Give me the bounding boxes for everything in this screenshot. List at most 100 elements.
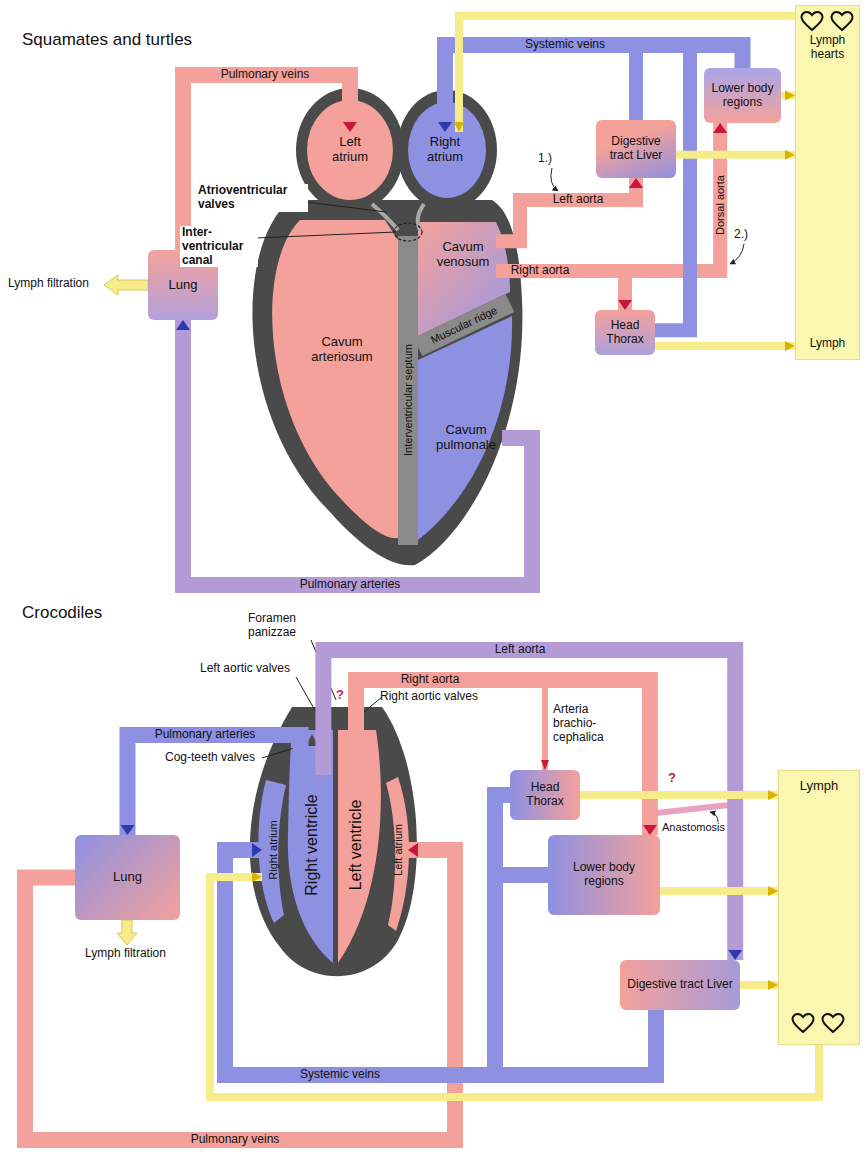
arrowhead bbox=[252, 843, 262, 857]
lymph-panel: Lymph bbox=[778, 770, 860, 1045]
node-label: Head Thorax bbox=[599, 319, 651, 347]
vessel-label: Left aorta bbox=[551, 193, 606, 207]
panel-title: Squamates and turtles bbox=[22, 30, 192, 50]
vessel-band bbox=[323, 650, 735, 960]
heart-chamber: Cavum pulmonale bbox=[430, 420, 502, 456]
tissue-box: Head Thorax bbox=[595, 310, 655, 355]
vessel-band bbox=[496, 178, 636, 241]
arrowhead bbox=[541, 760, 549, 770]
vessel-label: Right aorta bbox=[399, 673, 462, 687]
heart-chamber: Cavum venosum bbox=[430, 232, 496, 278]
vessel-label: Pulmonary veins bbox=[189, 1133, 282, 1147]
tissue-box: Digestive tract Liver bbox=[596, 120, 676, 178]
tissue-box: Head Thorax bbox=[510, 770, 580, 820]
heart-chamber: Cavum arteriosum bbox=[296, 330, 388, 370]
leader-line bbox=[296, 677, 316, 712]
vessel-label: Left aorta bbox=[493, 643, 548, 657]
callout-number: 1.) bbox=[538, 152, 552, 166]
node-label: Lower body regions bbox=[708, 82, 777, 110]
vessel-band bbox=[660, 887, 778, 895]
heart-chamber: Right atrium bbox=[417, 132, 473, 168]
node-label: Right atrium bbox=[421, 135, 469, 165]
arrowhead bbox=[713, 123, 727, 133]
leader-line bbox=[710, 812, 718, 822]
part-name: Right aortic valves bbox=[380, 690, 478, 704]
arrowhead bbox=[643, 825, 657, 835]
question-mark: ? bbox=[668, 771, 676, 786]
vessel-band bbox=[183, 75, 350, 250]
part-name: Inter- ventricular canal bbox=[180, 226, 258, 267]
heart-chamber: Left ventricle bbox=[339, 775, 373, 915]
croc-heart bbox=[386, 777, 409, 931]
node-label: Lymph bbox=[800, 779, 839, 794]
node-label: Left ventricle bbox=[347, 800, 365, 891]
part-name: Anastomosis bbox=[662, 821, 725, 834]
arrowhead bbox=[176, 320, 190, 330]
node-label: Digestive tract Liver bbox=[627, 978, 732, 992]
arrowhead bbox=[121, 825, 135, 835]
leader-line bbox=[364, 697, 382, 712]
vessel-band bbox=[225, 850, 656, 1075]
vessel-band bbox=[128, 735, 301, 835]
arrowhead bbox=[768, 980, 778, 990]
arrowhead bbox=[252, 872, 262, 882]
arrowhead bbox=[438, 122, 452, 132]
node-label: Lymph hearts bbox=[798, 34, 857, 62]
heart-chamber: Left atrium bbox=[322, 132, 378, 168]
croc-heart bbox=[250, 707, 417, 976]
lymph-panel: Lymph heartsLymph bbox=[795, 5, 860, 360]
leader-line bbox=[256, 232, 396, 238]
vessel-band bbox=[445, 45, 743, 132]
vessel-label: Systemic veins bbox=[523, 38, 607, 52]
lymph-filtration-arrow bbox=[104, 275, 148, 295]
lymph-heart-icons bbox=[800, 10, 856, 32]
vessel-band bbox=[580, 791, 778, 799]
tissue-box: Lower body regions bbox=[548, 835, 660, 915]
part-name: Interventricular septum bbox=[402, 344, 415, 456]
part-name: Arteria brachio- cephalica bbox=[553, 703, 633, 744]
arrowhead bbox=[343, 122, 357, 132]
tissue-box: Lower body regions bbox=[704, 68, 781, 123]
vessel-band bbox=[676, 151, 795, 159]
lymph-heart bbox=[831, 12, 852, 30]
reptile-heart bbox=[252, 200, 522, 565]
leader-line bbox=[551, 168, 558, 191]
reptile-heart bbox=[252, 88, 522, 565]
croc-heart bbox=[258, 780, 286, 923]
leader-line bbox=[262, 748, 294, 758]
node-label: Left atrium bbox=[392, 824, 405, 876]
leader-line bbox=[306, 202, 386, 212]
heart-chamber: Right ventricle bbox=[293, 775, 331, 915]
croc-heart bbox=[250, 707, 417, 976]
annotation: Lymph filtration bbox=[85, 947, 166, 961]
anastomosis-vessel bbox=[656, 805, 729, 813]
part-name: Muscular ridge bbox=[429, 304, 500, 347]
panel-title: Crocodiles bbox=[22, 603, 102, 623]
vessel-label: Pulmonary arteries bbox=[298, 578, 403, 592]
part-name: Foramen panizzae bbox=[248, 612, 310, 640]
node-label: Left atrium bbox=[326, 135, 374, 165]
anastomosis-vessel bbox=[656, 805, 729, 813]
reptile-heart bbox=[418, 303, 510, 347]
vessel-band bbox=[225, 795, 510, 1075]
node-label: Lower body regions bbox=[552, 861, 656, 889]
node-label: Right atrium bbox=[267, 820, 280, 879]
arrowhead bbox=[454, 122, 464, 132]
vessel-label: Pulmonary arteries bbox=[153, 728, 258, 742]
lymph-heart bbox=[792, 1014, 813, 1032]
part-name: Cog-teeth valves bbox=[165, 751, 255, 765]
vessel-band bbox=[459, 16, 795, 132]
arrowhead bbox=[408, 843, 418, 857]
vessel-band bbox=[183, 320, 532, 585]
lymph-heart bbox=[822, 1014, 843, 1032]
vessel-band bbox=[445, 45, 636, 132]
arrowhead bbox=[728, 950, 742, 960]
lung-box: Lung bbox=[75, 835, 180, 920]
node-label: Cavum arteriosum bbox=[300, 335, 384, 365]
arrowhead bbox=[785, 150, 795, 160]
heart-chamber: Left atrium bbox=[388, 805, 408, 895]
part-name: Left aortic valves bbox=[200, 662, 290, 676]
vessel-label: Right aorta bbox=[509, 264, 572, 278]
reptile-heart bbox=[394, 223, 422, 241]
vessel-band bbox=[225, 850, 548, 1075]
